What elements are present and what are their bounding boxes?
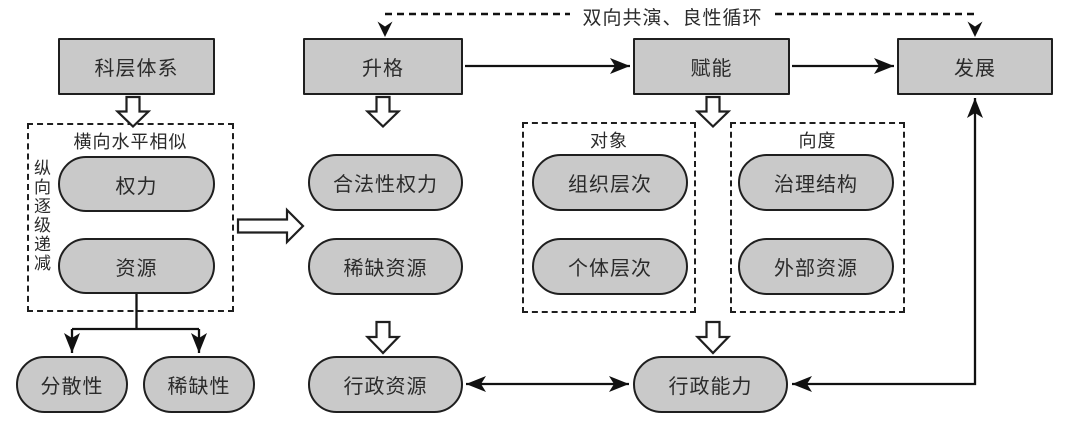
group-horizontal-similarity-label: 横向水平相似 <box>73 132 188 152</box>
node-bureaucratic-system-label: 科层体系 <box>94 58 179 80</box>
node-external-resources: 外部资源 <box>738 238 894 295</box>
node-external-resources-label: 外部资源 <box>774 258 858 280</box>
node-legitimate-power: 合法性权力 <box>308 154 463 211</box>
group-object: 对象 <box>522 122 696 313</box>
node-resources: 资源 <box>58 238 215 294</box>
label-bidirectional-coevolution: 双向共演、良性循环 <box>582 8 763 29</box>
node-scarce-resources: 稀缺资源 <box>308 238 463 295</box>
block-arrow-upgrade-down <box>364 95 402 129</box>
node-individual-level: 个体层次 <box>532 238 688 295</box>
node-upgrade: 升格 <box>303 38 463 95</box>
group-object-label: 对象 <box>590 131 628 151</box>
node-legitimate-power-label: 合法性权力 <box>333 174 438 196</box>
node-power: 权力 <box>58 156 215 212</box>
node-bureaucratic-system: 科层体系 <box>58 38 215 95</box>
node-administrative-capacity-label: 行政能力 <box>668 376 753 398</box>
node-scarcity-label: 稀缺性 <box>167 376 231 398</box>
dashed-loop-arrowhead-to-development <box>967 21 983 37</box>
node-administrative-resources-label: 行政资源 <box>343 376 428 398</box>
node-organizational-level-label: 组织层次 <box>568 174 652 196</box>
node-organizational-level: 组织层次 <box>532 154 688 211</box>
block-arrow-to-admin-resources <box>364 320 402 355</box>
node-power-label: 权力 <box>115 175 158 198</box>
node-upgrade-label: 升格 <box>362 58 404 80</box>
group-dimension-label: 向度 <box>798 131 837 151</box>
node-governance-structure-label: 治理结构 <box>774 174 858 196</box>
block-arrow-to-admin-capacity <box>694 320 732 355</box>
dashed-loop-arrowhead-to-upgrade <box>377 21 393 37</box>
node-resources-label: 资源 <box>115 257 158 280</box>
node-development: 发展 <box>897 38 1053 95</box>
label-vertical-decreasing: 纵向逐级递减 <box>31 159 50 273</box>
node-scarce-resources-label: 稀缺资源 <box>343 258 428 280</box>
node-administrative-capacity: 行政能力 <box>633 356 788 413</box>
node-administrative-resources: 行政资源 <box>308 356 463 413</box>
block-arrow-empowerment-down <box>694 95 732 129</box>
node-empowerment: 赋能 <box>633 38 790 95</box>
node-dispersiveness-label: 分散性 <box>40 376 104 398</box>
node-dispersiveness: 分散性 <box>16 356 128 413</box>
node-individual-level-label: 个体层次 <box>568 258 652 280</box>
node-governance-structure: 治理结构 <box>738 154 894 211</box>
node-empowerment-label: 赋能 <box>690 58 733 80</box>
node-development-label: 发展 <box>954 58 996 80</box>
block-arrow-left-group-right <box>236 207 305 245</box>
node-scarcity: 稀缺性 <box>143 356 255 413</box>
